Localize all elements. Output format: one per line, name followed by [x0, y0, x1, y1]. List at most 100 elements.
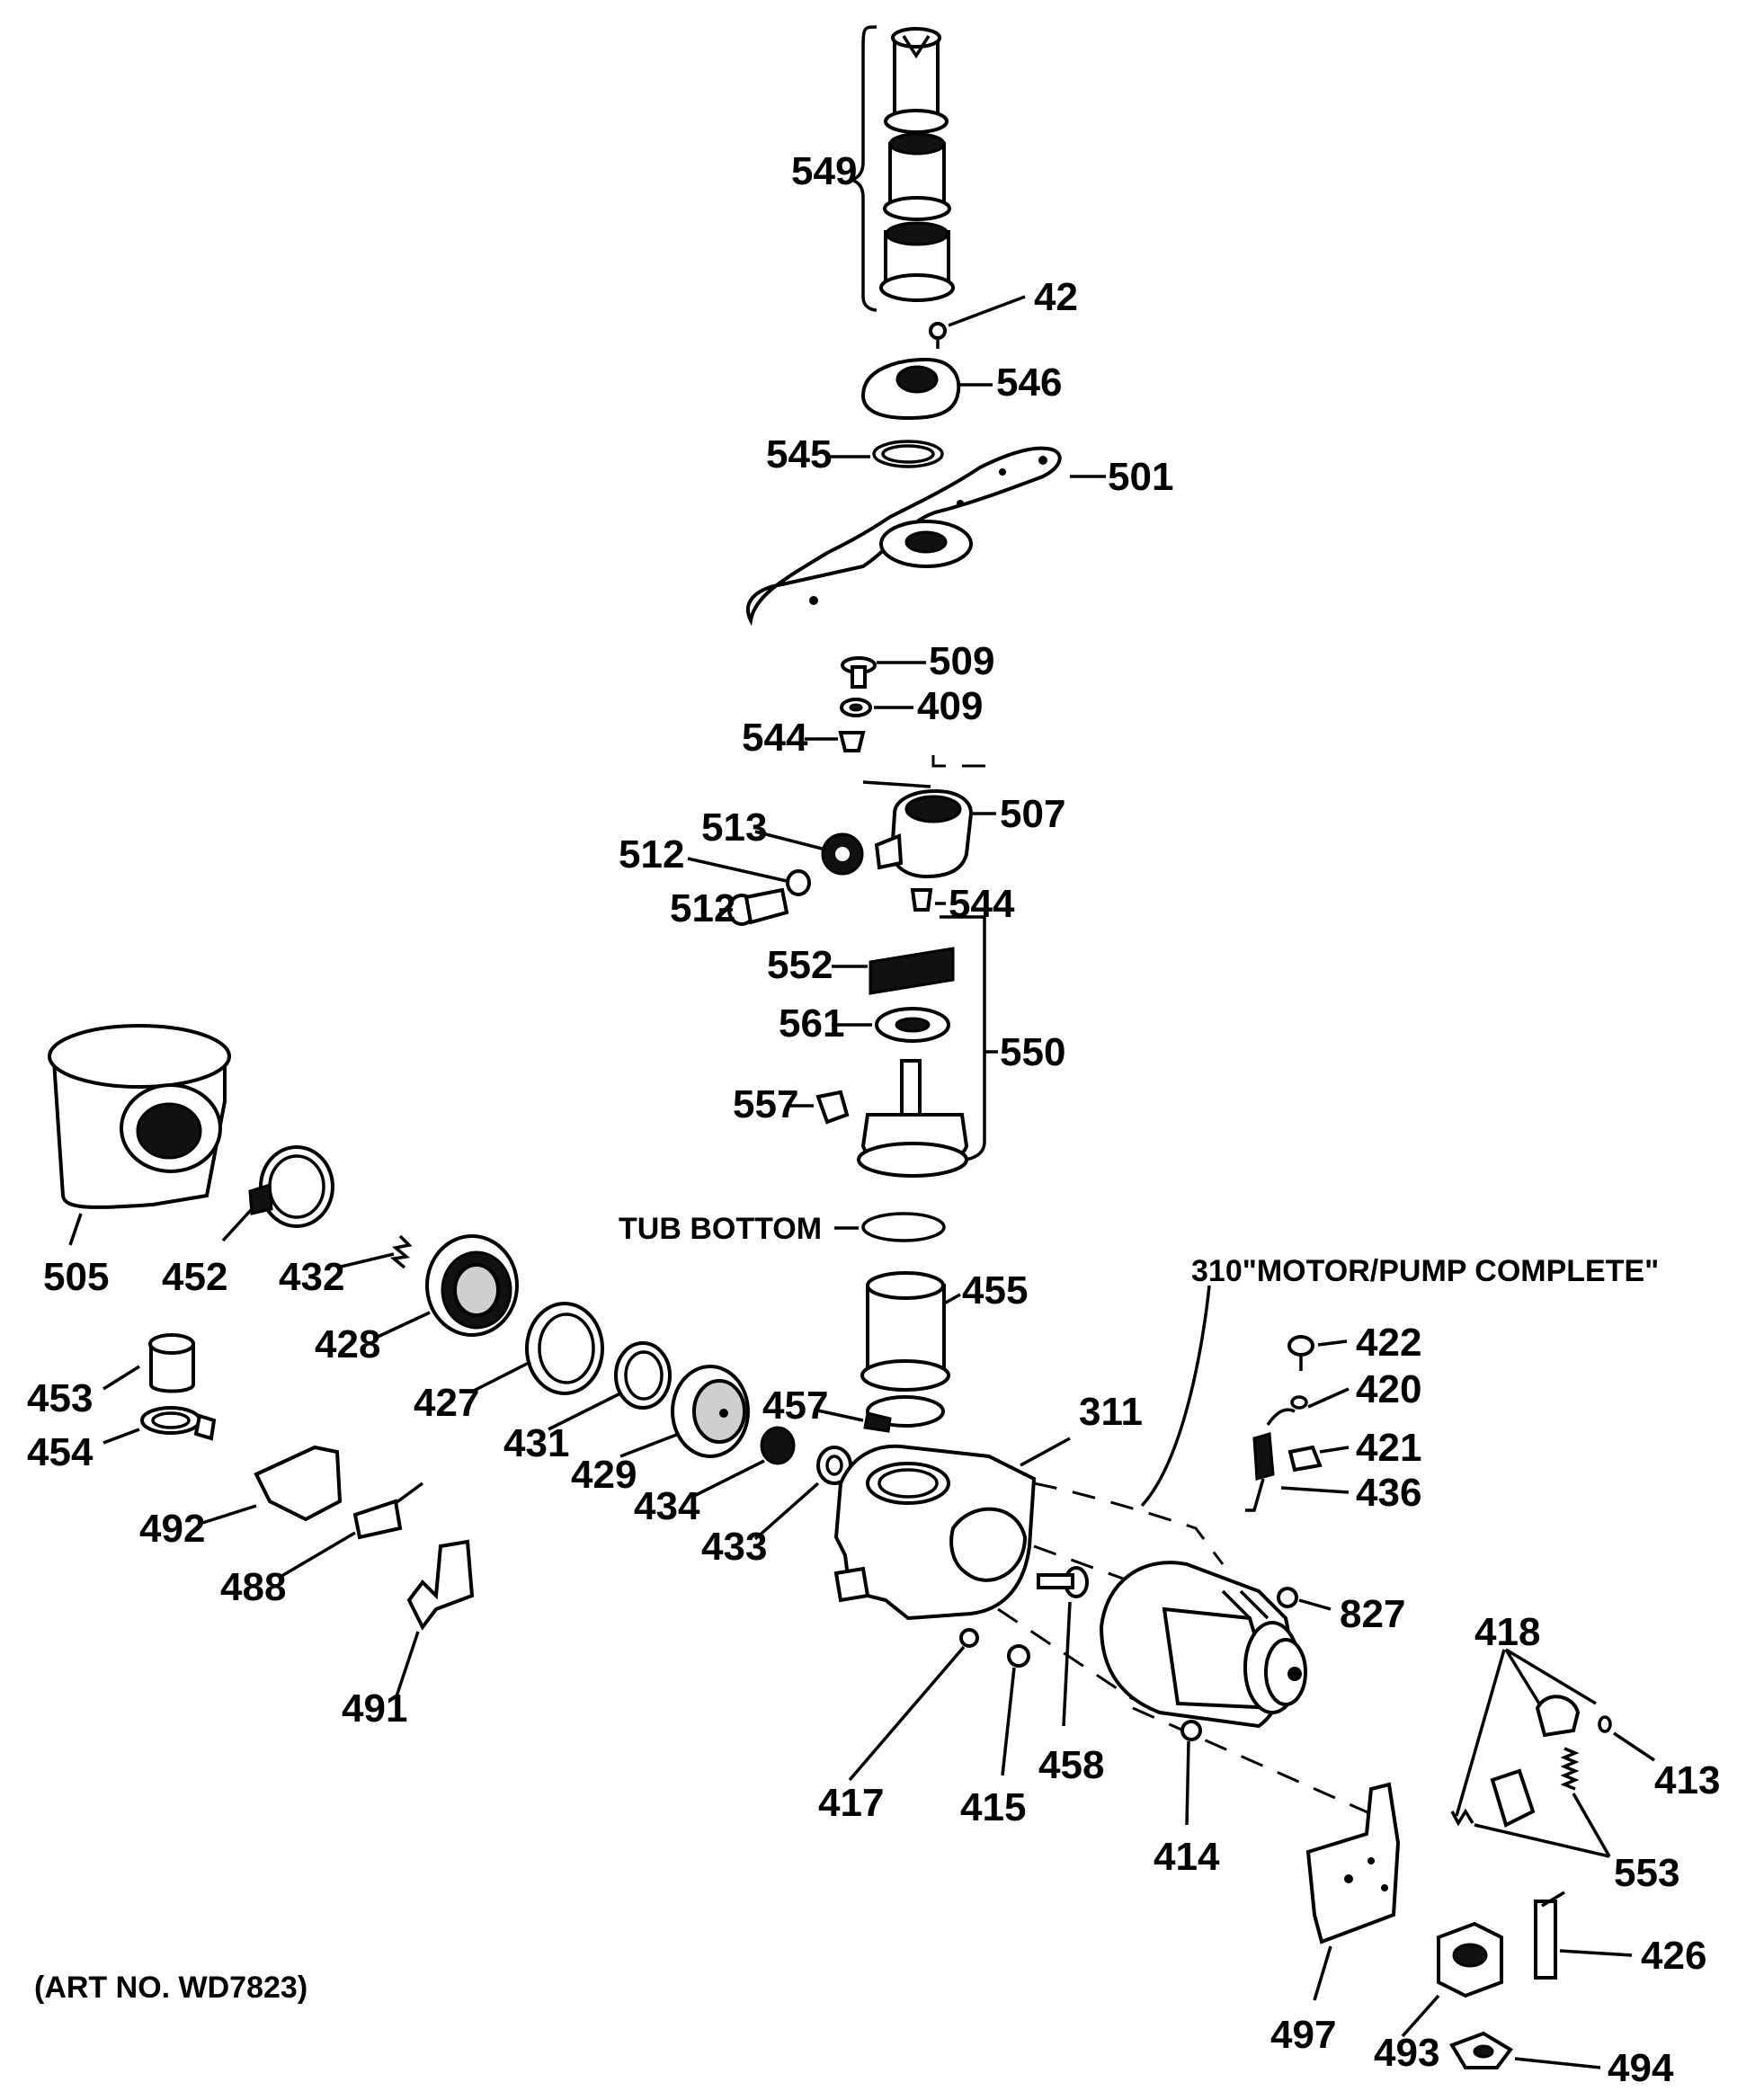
label-409: 409: [917, 684, 983, 728]
part-494: [1449, 2031, 1601, 2069]
label-545: 545: [766, 432, 832, 476]
part-310-motor-pump-complete: [997, 1285, 1376, 1818]
label-458: 458: [1038, 1743, 1104, 1787]
label-428: 428: [315, 1322, 380, 1366]
part-417-nut: [848, 1628, 979, 1782]
label-553: 553: [1614, 1851, 1679, 1895]
part-546-cap: [860, 357, 993, 421]
label-432: 432: [279, 1255, 344, 1299]
label-art-number: (ART NO. WD7823): [34, 1971, 307, 2005]
part-457-clamp: [813, 1395, 945, 1433]
part-422-screw: [1287, 1335, 1348, 1371]
label-491: 491: [342, 1686, 407, 1731]
label-310: 310"MOTOR/PUMP COMPLETE": [1191, 1254, 1659, 1288]
motor: [1099, 1561, 1307, 1729]
part-455-grommet: [860, 1271, 961, 1392]
label-426: 426: [1641, 1934, 1706, 1978]
label-494: 494: [1608, 2046, 1674, 2090]
part-545-ring: [827, 440, 944, 468]
label-tub-bottom: TUB BOTTOM: [619, 1212, 822, 1246]
part-513-gear: [754, 830, 864, 876]
part-512-screw: [719, 887, 789, 926]
label-455: 455: [962, 1268, 1028, 1312]
part-429-impeller: [619, 1365, 750, 1458]
label-493: 493: [1374, 2031, 1439, 2075]
part-436-heater: [1245, 1432, 1350, 1512]
part-431-ring: [548, 1341, 672, 1431]
part-458-bolt: [1037, 1566, 1089, 1727]
part-414-screw: [1180, 1720, 1202, 1826]
label-454: 454: [27, 1430, 94, 1474]
label-505: 505: [43, 1255, 109, 1299]
label-513: 513: [701, 805, 767, 850]
label-434: 434: [634, 1484, 700, 1528]
part-550-pump-assembly: [787, 915, 998, 1178]
part-553-spring: [1474, 1747, 1611, 1858]
part-453-cap: [102, 1333, 195, 1393]
part-505-air-gap: [48, 1024, 231, 1246]
label-42: 42: [1034, 275, 1078, 319]
part-428-filter: [375, 1234, 519, 1339]
part-311-pump-housing: [833, 1437, 1071, 1621]
part-426-pin: [1534, 1891, 1633, 1980]
label-550: 550: [1000, 1030, 1065, 1074]
label-544-lower: 544: [949, 882, 1015, 926]
part-512-washer: [687, 857, 811, 896]
part-421-clip: [1287, 1445, 1350, 1473]
part-42-screw: [929, 295, 1026, 349]
label-420: 420: [1356, 1367, 1421, 1411]
part-544-nut-lower: [910, 888, 946, 912]
part-492-bracket: [199, 1445, 343, 1526]
label-544-upper: 544: [742, 716, 808, 760]
part-409-washer: [840, 698, 913, 717]
part-413-clip: [1598, 1715, 1655, 1762]
label-552: 552: [767, 943, 833, 987]
label-512-washer: 512: [619, 832, 684, 876]
label-488: 488: [220, 1565, 286, 1609]
label-549: 549: [791, 149, 857, 193]
part-415-washer: [1001, 1644, 1030, 1776]
label-422: 422: [1356, 1321, 1421, 1365]
part-432-spring: [336, 1234, 413, 1269]
part-509-screw: [841, 656, 926, 689]
part-452-hose-clamp: [221, 1145, 334, 1242]
label-509: 509: [929, 639, 994, 683]
label-453: 453: [27, 1376, 93, 1420]
label-497: 497: [1270, 2013, 1336, 2057]
part-418-lever-group: [1450, 1648, 1597, 1828]
part-427-ring: [471, 1302, 604, 1395]
label-436: 436: [1356, 1471, 1421, 1515]
label-546: 546: [996, 360, 1062, 405]
label-414: 414: [1154, 1835, 1220, 1879]
label-433: 433: [701, 1525, 767, 1569]
part-497-bracket: [1305, 1782, 1401, 2001]
label-452: 452: [162, 1255, 227, 1299]
label-429: 429: [571, 1453, 637, 1497]
tub-bottom: [834, 1212, 946, 1242]
part-454-clamp: [102, 1406, 217, 1445]
label-417: 417: [818, 1781, 884, 1825]
label-501: 501: [1108, 455, 1173, 499]
label-413: 413: [1654, 1758, 1720, 1802]
label-457: 457: [762, 1384, 828, 1428]
part-827-screw: [1277, 1587, 1332, 1611]
part-507-hub: [862, 755, 996, 879]
label-418: 418: [1474, 1610, 1540, 1654]
part-493-solenoid: [1401, 1921, 1503, 2038]
part-434: [691, 1426, 796, 1499]
part-544-nut-upper: [805, 731, 866, 752]
label-427: 427: [414, 1381, 479, 1425]
label-311: 311: [1079, 1390, 1143, 1434]
part-488-switch: [278, 1482, 424, 1579]
label-827: 827: [1340, 1592, 1405, 1636]
label-557: 557: [733, 1082, 798, 1126]
label-415: 415: [960, 1785, 1026, 1829]
label-561: 561: [779, 1001, 844, 1046]
label-507: 507: [1000, 792, 1065, 836]
label-492: 492: [139, 1507, 205, 1551]
part-491-bracket: [394, 1539, 475, 1700]
part-549-spray-tube: [849, 25, 955, 312]
label-431: 431: [503, 1421, 569, 1465]
part-501-spray-arm: [745, 446, 1106, 627]
